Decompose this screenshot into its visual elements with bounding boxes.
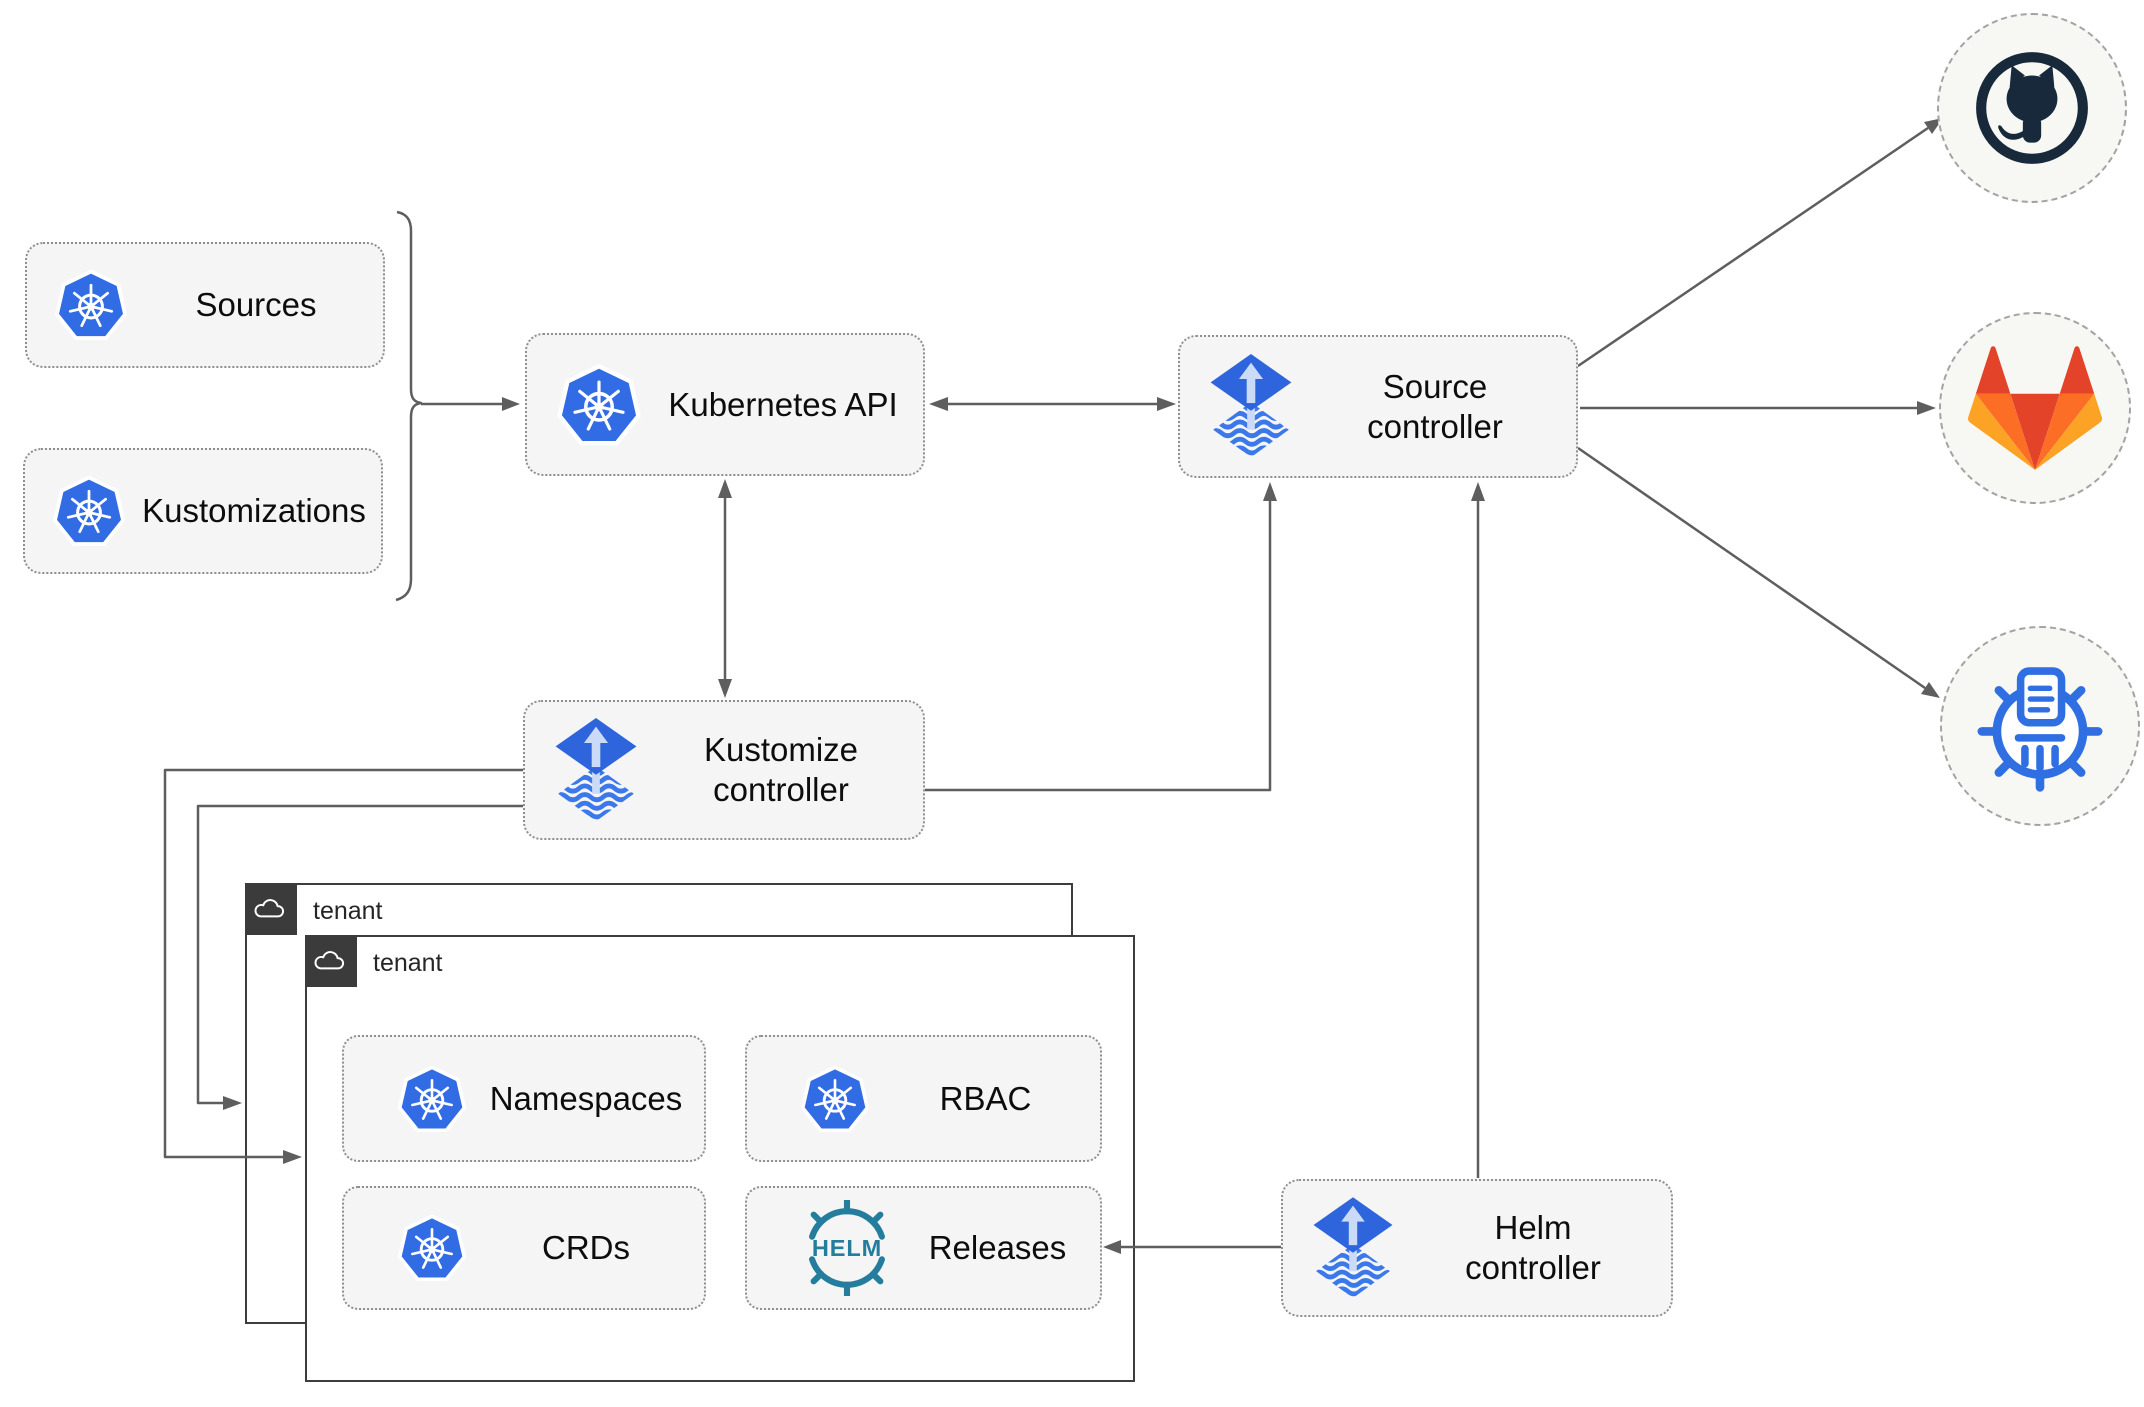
arrowhead bbox=[929, 397, 948, 411]
gitlab-icon bbox=[1968, 346, 2102, 470]
node-label: Kubernetes API bbox=[668, 385, 898, 423]
node-label: Releases bbox=[928, 1229, 1067, 1266]
grouping-bracket bbox=[395, 210, 423, 602]
node-label: Sources bbox=[195, 286, 317, 323]
kubernetes-icon bbox=[51, 473, 127, 549]
flux-icon bbox=[553, 718, 639, 823]
flux-icon bbox=[1311, 1197, 1395, 1300]
node-kustomizations: Kustomizations bbox=[23, 448, 383, 574]
node-label: Source controller bbox=[1367, 367, 1503, 445]
node-rbac: RBAC bbox=[745, 1035, 1102, 1162]
github-icon bbox=[1971, 47, 2093, 169]
edge-source-to-github bbox=[1577, 126, 1929, 368]
node-sources: Sources bbox=[25, 242, 385, 368]
cloud-icon bbox=[305, 935, 357, 987]
node-helm-controller: Helm controller bbox=[1281, 1179, 1673, 1317]
arrowhead bbox=[223, 1096, 242, 1110]
chartmuseum-icon bbox=[1970, 656, 2110, 796]
node-kubernetes-api: Kubernetes API bbox=[525, 333, 925, 476]
arrowhead bbox=[718, 679, 732, 698]
kubernetes-icon bbox=[555, 361, 643, 449]
arrowhead bbox=[718, 479, 732, 498]
arrowhead bbox=[1917, 401, 1936, 415]
node-label: Kustomizations bbox=[142, 492, 366, 529]
chartmuseum-remote bbox=[1940, 626, 2140, 826]
edge-kustomize-to-source bbox=[925, 500, 1272, 792]
node-label: Helm controller bbox=[1465, 1209, 1601, 1286]
node-crds: CRDs bbox=[342, 1186, 706, 1310]
kubernetes-icon bbox=[396, 1212, 468, 1284]
tenant-label: tenant bbox=[313, 897, 383, 925]
kubernetes-icon bbox=[53, 267, 129, 343]
arrowhead bbox=[502, 397, 520, 411]
node-label: Namespaces bbox=[489, 1079, 683, 1117]
arrowhead bbox=[1471, 482, 1485, 501]
arrowhead bbox=[1263, 482, 1277, 501]
arrowhead bbox=[1157, 397, 1176, 411]
flux-icon bbox=[1208, 354, 1294, 459]
node-namespaces: Namespaces bbox=[342, 1035, 706, 1162]
node-releases: HELM Releases bbox=[745, 1186, 1102, 1310]
kubernetes-icon bbox=[396, 1063, 468, 1135]
node-label: RBAC bbox=[939, 1079, 1032, 1117]
helm-icon: HELM bbox=[799, 1200, 895, 1296]
node-kustomize-controller: Kustomize controller bbox=[523, 700, 925, 840]
gitlab-remote bbox=[1939, 312, 2131, 504]
github-remote bbox=[1937, 13, 2127, 203]
node-source-controller: Source controller bbox=[1178, 335, 1578, 478]
cloud-icon bbox=[245, 883, 297, 935]
tenant-group-front: tenant Namespaces RBAC CRDs bbox=[305, 935, 1135, 1382]
kubernetes-icon bbox=[799, 1063, 871, 1135]
node-label: CRDs bbox=[542, 1229, 630, 1266]
node-label: Kustomize controller bbox=[703, 731, 859, 808]
arrowhead bbox=[1921, 682, 1940, 698]
edge-source-to-chartmuseum bbox=[1577, 446, 1926, 690]
svg-text:HELM: HELM bbox=[812, 1235, 882, 1261]
tenant-label: tenant bbox=[373, 949, 443, 977]
